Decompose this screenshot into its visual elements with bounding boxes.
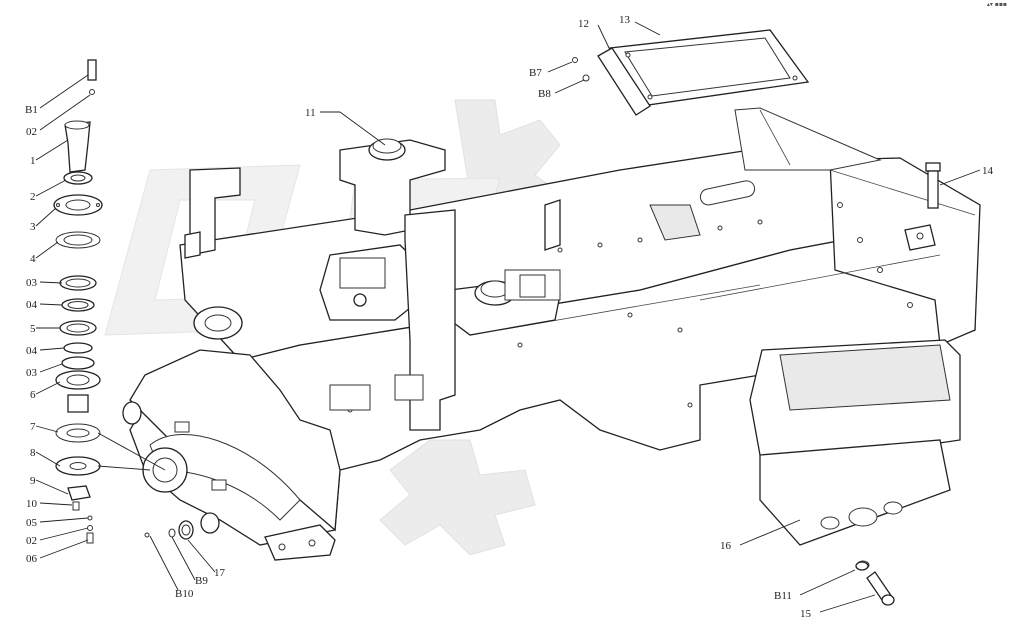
label-04b: 04 (26, 345, 38, 357)
frame-assembly (122, 107, 981, 561)
label-7: 7 (30, 421, 36, 433)
label-02: 02 (26, 126, 37, 138)
label-12: 12 (578, 18, 589, 30)
bolt-14 (925, 162, 941, 209)
label-13: 13 (619, 14, 631, 26)
label-B8: B8 (538, 88, 551, 100)
label-2: 2 (30, 191, 36, 203)
label-06: 06 (26, 553, 38, 565)
label-16: 16 (720, 540, 732, 552)
label-3: 3 (30, 221, 36, 233)
label-8: 8 (30, 447, 36, 459)
top-fasteners (572, 57, 590, 82)
part-labels: B1 02 1 2 3 4 03 04 5 04 03 6 7 8 9 10 0… (25, 14, 994, 620)
label-15: 15 (800, 608, 812, 620)
corner-mark: ▴▾ ▪▪▪ (986, 1, 1007, 8)
leader-lines (35, 21, 981, 613)
label-05: 05 (26, 517, 38, 529)
label-B9: B9 (195, 575, 208, 587)
label-9: 9 (30, 475, 36, 487)
label-B7: B7 (529, 67, 542, 79)
label-10: 10 (26, 498, 38, 510)
label-4: 4 (30, 253, 36, 265)
exploded-stack-left (53, 59, 103, 544)
label-03b: 03 (26, 367, 38, 379)
label-1: 1 (30, 155, 36, 167)
label-02b: 02 (26, 535, 37, 547)
label-B11: B11 (774, 590, 792, 602)
cover-plates (597, 29, 810, 116)
label-17: 17 (214, 567, 226, 579)
label-B1: B1 (25, 104, 38, 116)
label-11: 11 (305, 107, 316, 119)
label-04: 04 (26, 299, 38, 311)
label-5: 5 (30, 323, 36, 335)
bottom-fasteners (144, 520, 194, 540)
washer-b11 (855, 561, 869, 571)
label-14: 14 (982, 165, 994, 177)
label-B10: B10 (175, 588, 194, 600)
label-03: 03 (26, 277, 38, 289)
label-6: 6 (30, 389, 36, 401)
